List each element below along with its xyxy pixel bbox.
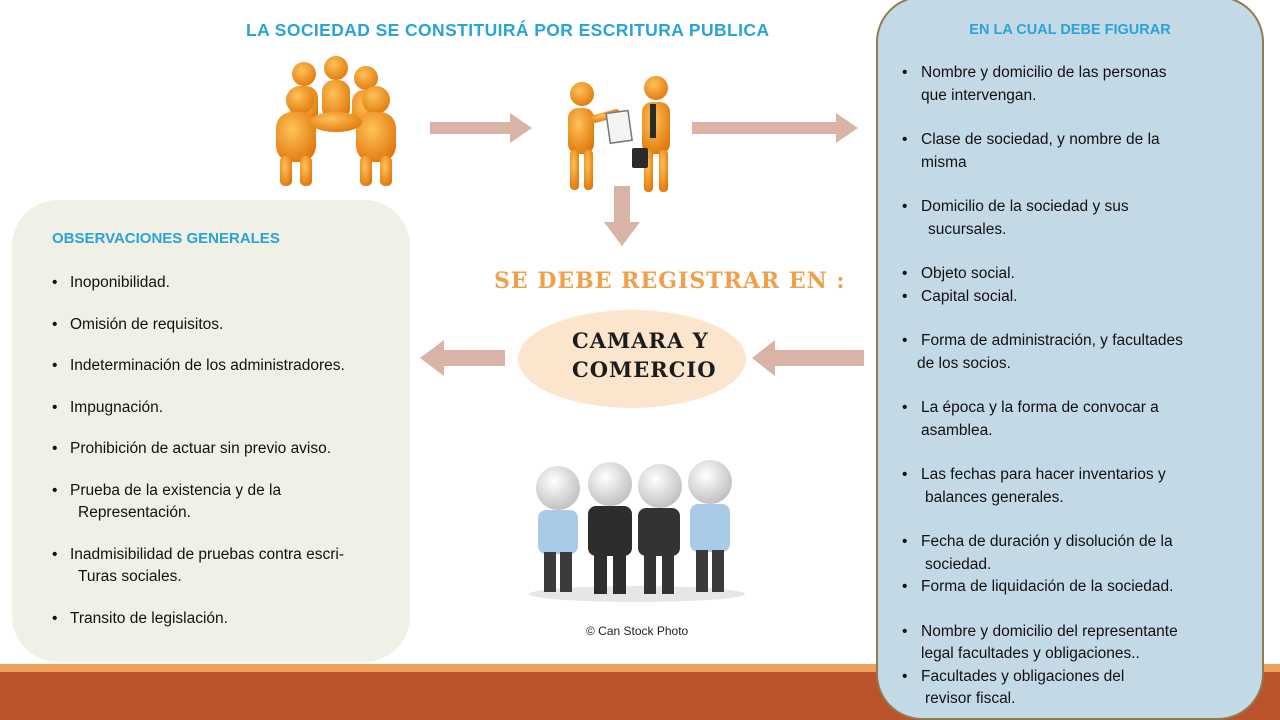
person-2: [588, 462, 632, 594]
list-item: La época y la forma de convocar aasamble…: [902, 397, 1252, 442]
list-item: Prueba de la existencia y de laRepresent…: [52, 480, 412, 525]
arrow-left-2: [420, 340, 505, 376]
contract-signing-illustration: [568, 76, 670, 192]
person-4: [688, 460, 732, 592]
list-item: Impugnación.: [52, 397, 412, 420]
chamber-line-2: COMERCIO: [572, 357, 717, 382]
list-item: Forma de administración, y facultadesde …: [902, 330, 1252, 375]
requirements-heading: EN LA CUAL DEBE FIGURAR: [969, 22, 1171, 38]
arrow-right-1: [430, 113, 532, 143]
team-huddle-illustration: [276, 56, 396, 186]
list-item: Omisión de requisitos.: [52, 314, 412, 337]
arrow-left-1: [752, 340, 864, 376]
arrow-right-2: [692, 113, 858, 143]
bottom-band-light: [0, 664, 1280, 672]
arrow-down: [604, 186, 640, 246]
list-item: Fecha de duración y disolución de lasoci…: [902, 531, 1252, 576]
list-item: Indeterminación de los administradores.: [52, 355, 412, 378]
list-item: Inoponibilidad.: [52, 272, 412, 295]
list-item: Capital social.: [902, 286, 1252, 309]
chamber-ellipse: [518, 310, 746, 408]
clipboard-icon: [605, 109, 633, 145]
chamber-line-1: CAMARA Y: [572, 328, 709, 353]
list-item: Nombre y domicilio del representantelega…: [902, 621, 1252, 666]
chamber-label: CAMARA Y COMERCIO: [518, 326, 746, 384]
list-item: Domicilio de la sociedad y sussucursales…: [902, 196, 1252, 241]
briefcase-icon: [632, 148, 648, 168]
list-item: Objeto social.: [902, 263, 1252, 286]
list-item: Prohibición de actuar sin previo aviso.: [52, 438, 412, 461]
person-3: [638, 464, 682, 594]
observations-list: Inoponibilidad. Omisión de requisitos. I…: [52, 272, 412, 630]
person-1: [536, 466, 580, 592]
register-label: SE DEBE REGISTRAR EN :: [494, 268, 846, 294]
copyright-notice: © Can Stock Photo: [586, 624, 689, 638]
list-item: Forma de liquidación de la sociedad.: [902, 576, 1252, 599]
list-item: Inadmisibilidad de pruebas contra escri-…: [52, 544, 412, 589]
list-item: Transito de legislación.: [52, 608, 412, 631]
main-title: LA SOCIEDAD SE CONSTITUIRÁ POR ESCRITURA…: [246, 20, 770, 40]
business-team-illustration: [529, 460, 745, 602]
list-item: Las fechas para hacer inventarios ybalan…: [902, 464, 1252, 509]
observations-heading: OBSERVACIONES GENERALES: [52, 230, 280, 247]
